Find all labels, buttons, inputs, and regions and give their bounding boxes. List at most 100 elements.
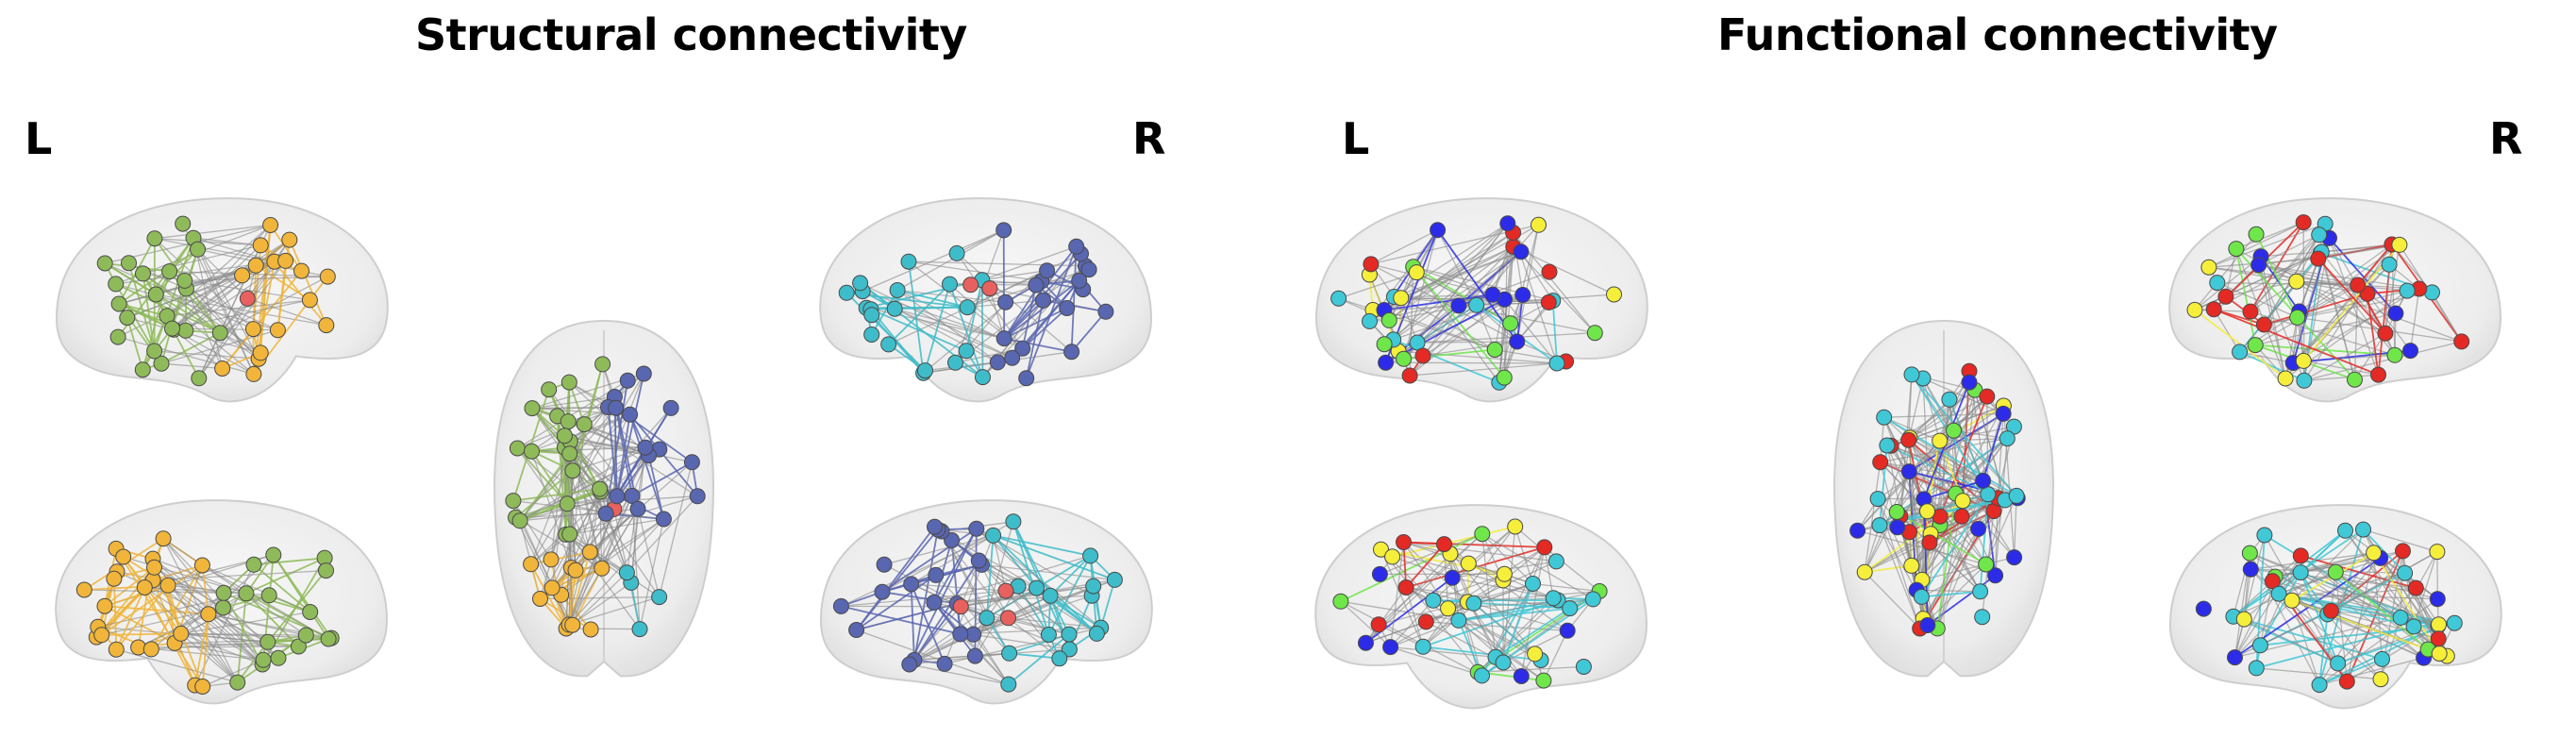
network-node — [1408, 264, 1425, 281]
network-node — [2397, 564, 2414, 581]
network-node — [1919, 617, 1936, 633]
network-node — [2381, 256, 2398, 273]
network-edge — [923, 270, 1048, 374]
network-node — [1425, 592, 1442, 609]
network-node — [1362, 312, 1378, 329]
network-node — [194, 679, 211, 695]
network-node — [1903, 557, 1920, 574]
network-node — [1468, 296, 1485, 313]
network-edge — [1070, 246, 1078, 352]
network-node — [637, 439, 654, 456]
network-node — [581, 544, 598, 561]
network-node — [567, 562, 584, 579]
network-edge — [572, 572, 627, 626]
network-edge — [861, 229, 1004, 293]
network-node — [564, 462, 581, 479]
network-node — [2407, 579, 2424, 596]
network-edge — [2194, 233, 2257, 310]
network-edge — [236, 641, 269, 683]
network-edge — [1410, 362, 1558, 377]
structural-left-label: L — [25, 113, 53, 164]
network-node — [975, 369, 991, 386]
network-edge — [2250, 234, 2320, 312]
network-edge — [985, 535, 995, 618]
network-node — [1496, 565, 1513, 582]
network-node — [852, 275, 869, 292]
network-node — [2295, 352, 2312, 369]
network-edge — [180, 632, 239, 683]
functional-right-medial-brain — [2168, 504, 2502, 710]
network-edge — [167, 584, 263, 665]
network-node — [176, 272, 193, 289]
network-node — [981, 280, 998, 297]
network-edge — [1338, 271, 1417, 299]
network-node — [2288, 273, 2305, 290]
network-node — [2205, 301, 2222, 318]
network-node — [2242, 561, 2259, 578]
network-node — [2395, 543, 2411, 560]
network-node — [629, 500, 646, 517]
network-node — [1000, 610, 1016, 627]
network-node — [277, 252, 294, 269]
network-edge — [895, 308, 1005, 340]
network-node — [1514, 287, 1531, 303]
network-edge — [1003, 245, 1078, 340]
network-edge — [956, 229, 1004, 254]
network-node — [1888, 504, 1905, 520]
network-edge — [2256, 626, 2415, 669]
network-edge — [1378, 533, 1483, 626]
network-node — [1872, 454, 1889, 471]
network-node — [1889, 519, 1906, 536]
network-edge — [2234, 610, 2332, 659]
network-edge — [2250, 552, 2301, 574]
network-edge — [1070, 310, 1107, 353]
network-edge — [1370, 263, 1518, 343]
network-edge — [208, 613, 307, 636]
network-edge — [2278, 571, 2336, 595]
network-edge — [174, 642, 264, 661]
network-node — [689, 488, 706, 505]
network-edge — [2300, 572, 2329, 615]
network-node — [115, 548, 132, 565]
network-node — [651, 589, 668, 606]
network-node — [1004, 349, 1021, 366]
network-node — [1465, 595, 1482, 612]
network-node — [1363, 256, 1380, 273]
network-edge — [1939, 390, 1976, 517]
network-edge — [1481, 533, 1497, 658]
network-edge — [1513, 245, 1614, 295]
network-edge — [568, 570, 577, 626]
network-node — [1513, 668, 1530, 684]
network-node — [239, 290, 256, 307]
network-node — [1042, 587, 1059, 604]
network-node — [2256, 527, 2273, 544]
network-node — [582, 621, 599, 638]
network-edge — [2357, 243, 2393, 286]
network-nodes — [75, 530, 340, 695]
network-edge — [1883, 416, 1940, 442]
network-node — [252, 237, 269, 254]
network-nodes — [1330, 215, 1622, 391]
network-edge — [2317, 258, 2386, 334]
network-node — [2289, 309, 2306, 326]
network-edge — [1012, 521, 1050, 635]
structural-connectivity-title: Structural connectivity — [415, 9, 967, 60]
network-edge — [1921, 590, 1981, 598]
network-node — [968, 520, 985, 537]
network-node — [2374, 650, 2390, 667]
network-node — [609, 488, 626, 505]
network-node — [524, 400, 541, 417]
network-node — [1586, 325, 1603, 342]
network-node — [1444, 569, 1461, 586]
network-edge — [1481, 533, 1533, 584]
network-node — [948, 244, 965, 261]
network-node — [164, 320, 180, 337]
network-edge — [512, 488, 600, 502]
network-edge — [1936, 493, 1957, 629]
network-node — [2366, 545, 2383, 562]
network-node — [631, 621, 648, 638]
network-edge — [1390, 646, 1497, 658]
network-node — [2227, 649, 2243, 666]
network-node — [635, 365, 652, 382]
network-edge — [1370, 229, 1438, 265]
